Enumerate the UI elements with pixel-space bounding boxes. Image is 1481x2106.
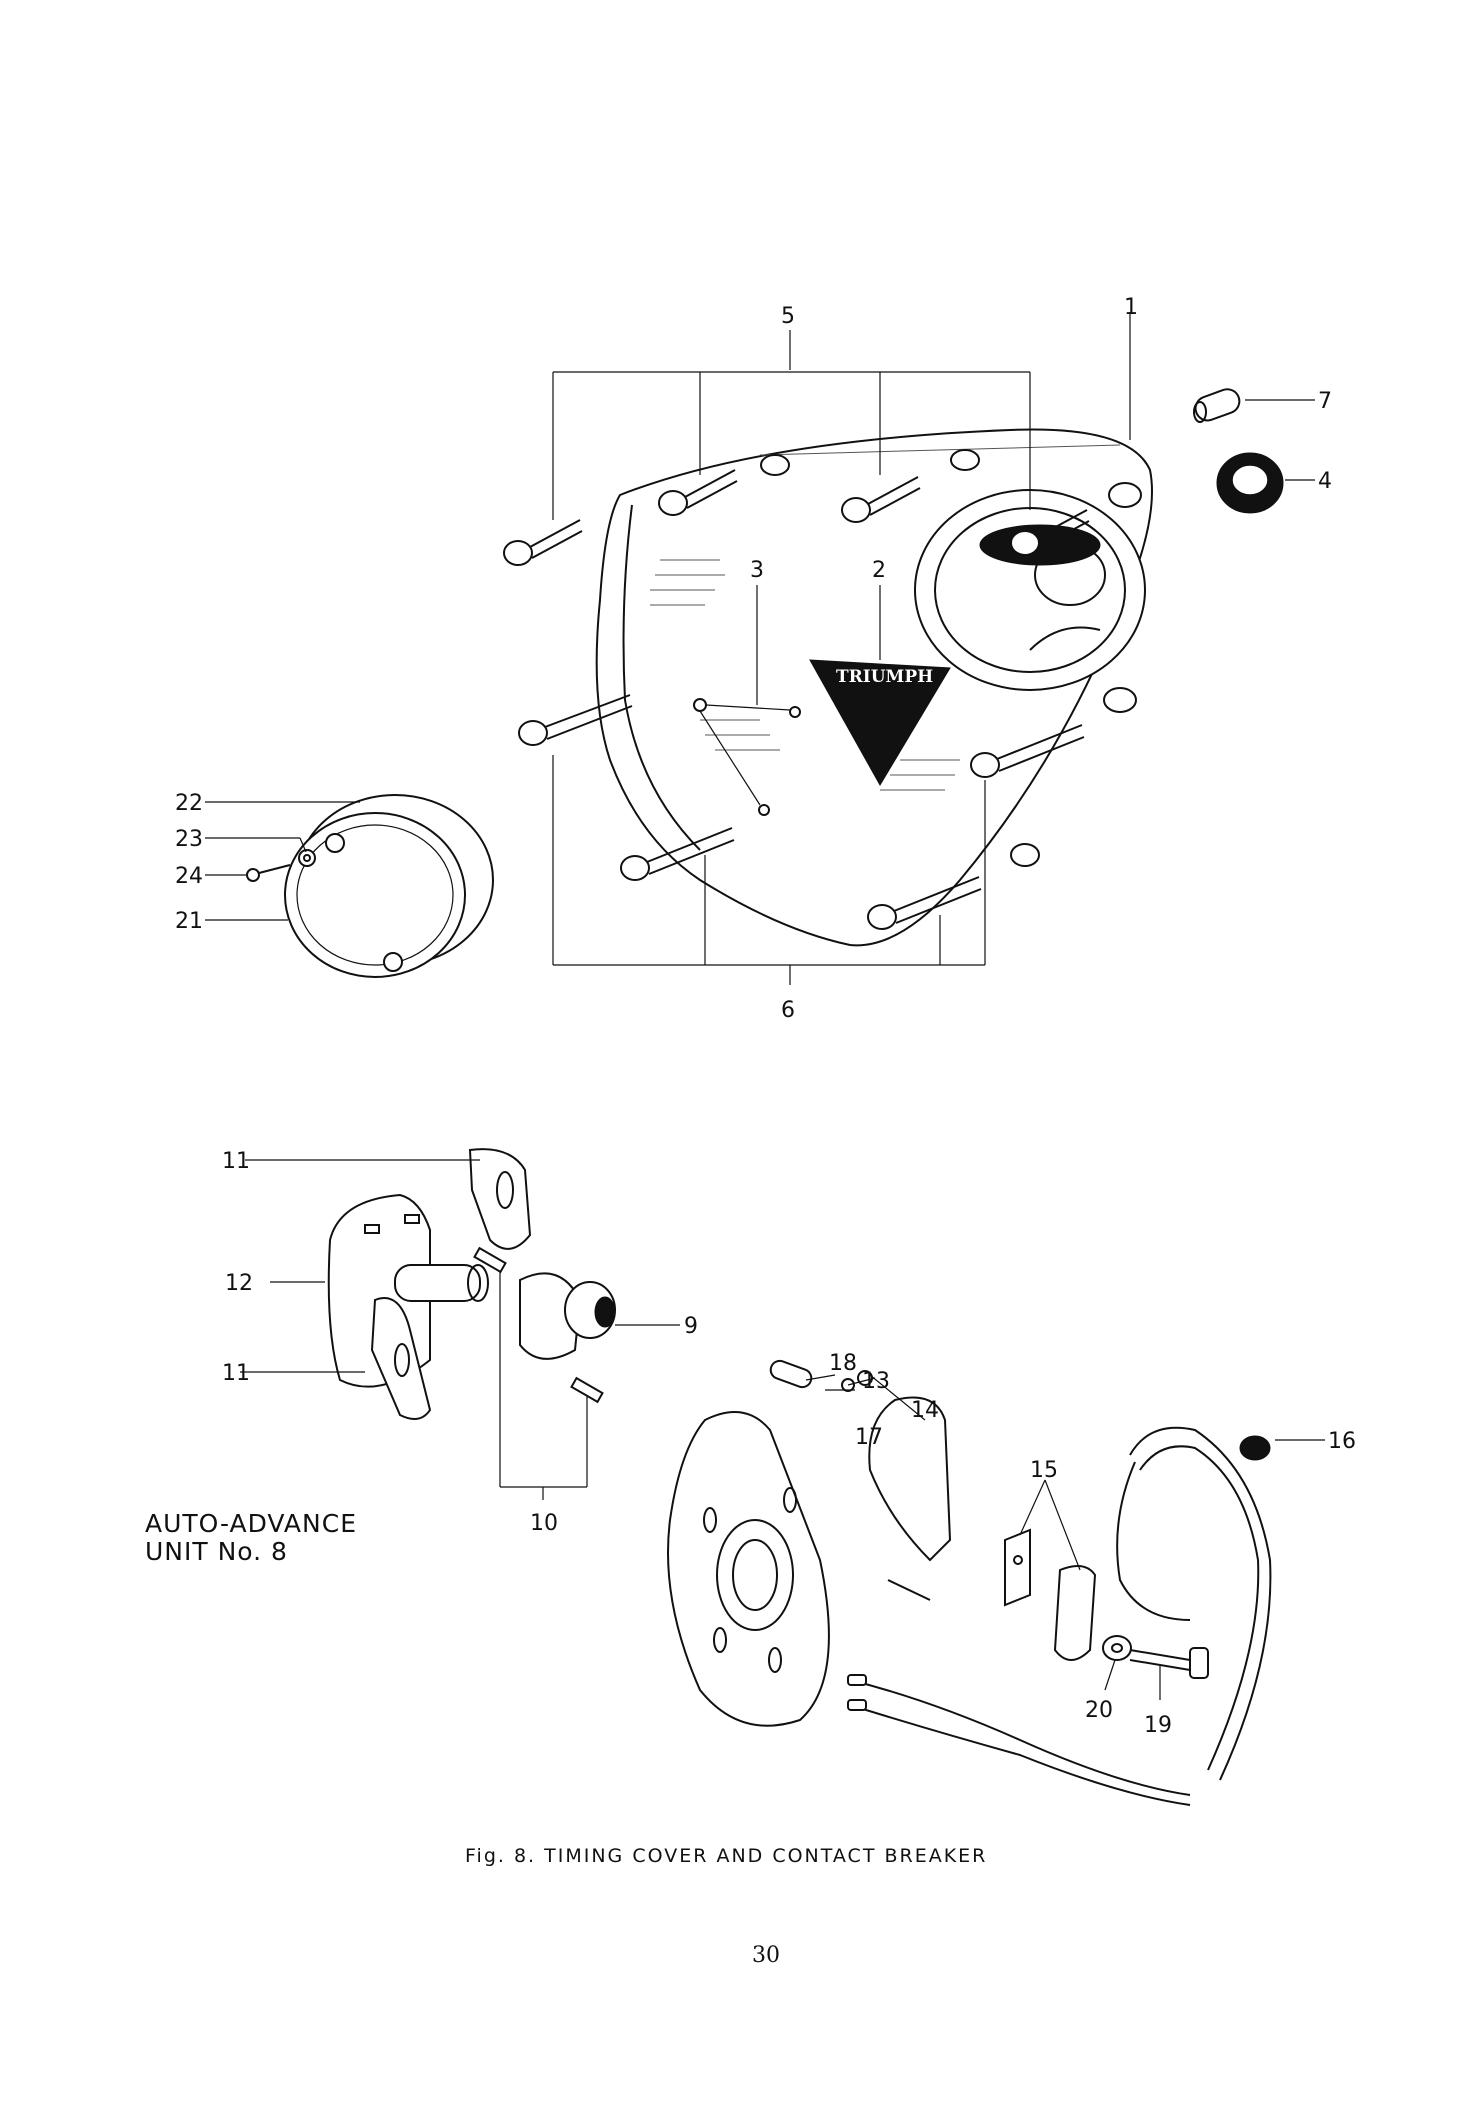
callout-2: 2 <box>872 558 886 583</box>
subtitle-line-2: UNIT No. 8 <box>145 1537 288 1566</box>
callout-21: 21 <box>175 909 203 934</box>
screw-5d <box>1010 509 1090 556</box>
page-number: 30 <box>752 1943 780 1968</box>
callout-18: 18 <box>829 1351 857 1376</box>
grommet-16 <box>1239 1435 1271 1461</box>
leader-lines-advance <box>240 1159 680 1500</box>
leader-lines-top <box>552 312 1315 985</box>
secondary-plate <box>868 1396 952 1601</box>
badge-brand-text: TRIUMPH <box>836 667 933 687</box>
callout-10: 10 <box>530 1511 558 1536</box>
screw-6b <box>620 827 735 881</box>
triumph-badge: TRIUMPH <box>809 659 951 786</box>
callout-9: 9 <box>684 1314 698 1339</box>
callout-11-bottom: 11 <box>222 1361 250 1386</box>
springs-10 <box>473 1246 604 1404</box>
screw-6d <box>867 876 982 930</box>
callout-24: 24 <box>175 864 203 889</box>
figure-caption: Fig. 8. TIMING COVER AND CONTACT BREAKER <box>465 1845 987 1867</box>
callout-labels: 5 1 7 4 3 2 6 22 23 24 21 11 12 11 9 10 … <box>175 295 1356 1738</box>
callout-11-top: 11 <box>222 1149 250 1174</box>
lead-set <box>847 1426 1272 1806</box>
callout-5: 5 <box>781 304 795 329</box>
callout-7: 7 <box>1318 389 1332 414</box>
callout-14: 14 <box>911 1398 939 1423</box>
callout-17: 17 <box>855 1425 883 1450</box>
inspection-cover <box>246 794 494 978</box>
screw-5b <box>658 469 738 516</box>
callout-13: 13 <box>862 1369 890 1394</box>
screw-5a <box>503 519 583 566</box>
bob-weight-11-top <box>468 1148 532 1250</box>
dowel-7 <box>1193 388 1241 423</box>
cover-screws <box>503 469 1090 930</box>
cam-plate-9 <box>519 1272 616 1360</box>
contact-set-15b <box>1053 1565 1097 1661</box>
bob-weight-11-bottom <box>370 1297 432 1420</box>
cover-screw-lugs <box>760 449 1142 867</box>
base-plate-13 <box>667 1411 830 1727</box>
leader-lines-breaker <box>805 1374 1325 1700</box>
screw-24 <box>246 864 291 882</box>
callout-19: 19 <box>1144 1713 1172 1738</box>
callout-15: 15 <box>1030 1458 1058 1483</box>
small-screws-3 <box>693 698 801 816</box>
callout-4: 4 <box>1318 469 1332 494</box>
contact-set-15a <box>1004 1528 1031 1607</box>
bolt-19 <box>1129 1647 1209 1679</box>
callout-3: 3 <box>750 558 764 583</box>
callout-1: 1 <box>1124 295 1138 320</box>
callout-23: 23 <box>175 827 203 852</box>
screw-5c <box>841 476 921 523</box>
auto-advance-unit <box>327 1148 616 1420</box>
callout-20: 20 <box>1085 1698 1113 1723</box>
screw-6a <box>518 694 633 746</box>
callout-16: 16 <box>1328 1429 1356 1454</box>
washer-20 <box>1102 1635 1132 1661</box>
contact-breaker <box>667 1359 1272 1806</box>
cover-hatching <box>650 444 1121 791</box>
contact-breaker-housing <box>914 489 1146 691</box>
callout-12: 12 <box>225 1271 253 1296</box>
leader-lines-left <box>205 801 360 921</box>
subtitle-line-1: AUTO-ADVANCE <box>145 1509 357 1538</box>
oil-seal-4 <box>1216 452 1284 514</box>
callout-22: 22 <box>175 791 203 816</box>
callout-6: 6 <box>781 998 795 1023</box>
screw-6c <box>970 724 1085 778</box>
